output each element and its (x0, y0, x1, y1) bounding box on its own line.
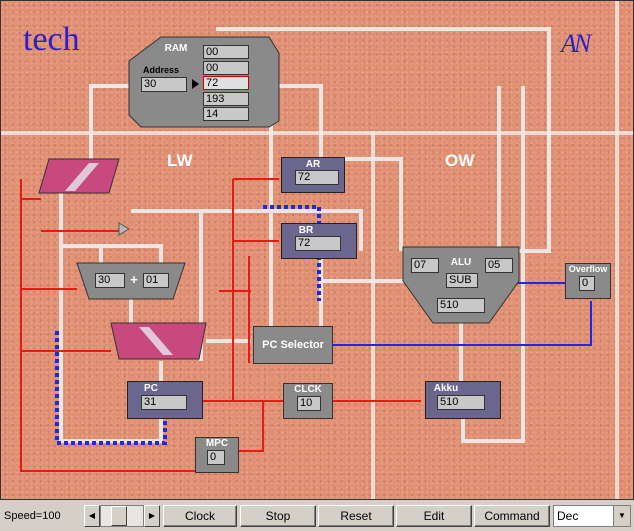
ram-cell[interactable]: 00 (203, 45, 249, 59)
command-button[interactable]: Command (474, 505, 550, 527)
ram-cell[interactable]: 72 (203, 76, 249, 90)
ram-address-label: Address (142, 65, 179, 75)
pc-label: PC (144, 383, 158, 394)
chevron-down-icon[interactable]: ▼ (613, 506, 630, 526)
alu-operation[interactable]: SUB (446, 273, 478, 288)
pc-selector[interactable]: PC Selector (253, 326, 333, 364)
ram-label: RAM (164, 43, 188, 54)
speed-increase-button[interactable]: ▶ (144, 505, 160, 527)
ram-pointer-icon (192, 79, 199, 89)
alu-label: ALU (450, 257, 472, 268)
ram-cell[interactable]: 14 (203, 107, 249, 121)
alu-result[interactable]: 510 (437, 298, 485, 313)
pc-value[interactable]: 31 (141, 395, 187, 410)
mode-select[interactable]: Dec ▼ (553, 505, 631, 527)
br-label: BR (298, 225, 314, 236)
region-right-label: OW (445, 151, 475, 170)
clck-label: CLCK (294, 384, 322, 395)
speed-decrease-button[interactable]: ◀ (84, 505, 100, 527)
track-vertical-right (615, 1, 619, 499)
clock-button[interactable]: Clock (163, 505, 237, 527)
track-horizontal (1, 131, 633, 135)
overflow-value[interactable]: 0 (579, 276, 595, 291)
speed-slider-thumb[interactable] (111, 506, 127, 526)
akku-label: Akku (433, 383, 459, 394)
adder-operator: + (130, 272, 138, 287)
app-title: tech (23, 21, 80, 58)
clck-value[interactable]: 10 (297, 396, 321, 411)
ram-cell[interactable]: 193 (203, 91, 249, 106)
alu-right-operand[interactable]: 05 (485, 258, 513, 273)
akku-value[interactable]: 510 (437, 395, 485, 410)
edit-button[interactable]: Edit (396, 505, 472, 527)
adder-right[interactable]: 01 (143, 273, 169, 288)
mpc-label: MPC (205, 438, 229, 449)
mpc-value[interactable]: 0 (207, 450, 225, 465)
speed-label: Speed=100 (4, 510, 61, 522)
ar-value[interactable]: 72 (295, 170, 339, 185)
ram-address-field[interactable]: 30 (141, 77, 187, 92)
ram-cell[interactable]: 00 (203, 60, 249, 75)
region-left-label: LW (167, 151, 193, 170)
adder-left[interactable]: 30 (95, 273, 125, 288)
pc-selector-label: PC Selector (262, 339, 324, 351)
alu-left-operand[interactable]: 07 (411, 258, 439, 273)
reset-button[interactable]: Reset (318, 505, 394, 527)
toolbar: Speed=100 ◀ ▶ Clock Stop Reset Edit Comm… (0, 500, 634, 531)
stop-button[interactable]: Stop (240, 505, 316, 527)
overflow-label: Overflow (568, 264, 608, 274)
logo: AN (561, 29, 591, 58)
mode-select-value: Dec (557, 509, 579, 523)
speed-slider-track[interactable] (100, 505, 144, 527)
adder-shape (76, 262, 186, 300)
ar-label: AR (305, 159, 321, 170)
br-value[interactable]: 72 (295, 236, 341, 251)
track-vertical-left (371, 131, 375, 499)
